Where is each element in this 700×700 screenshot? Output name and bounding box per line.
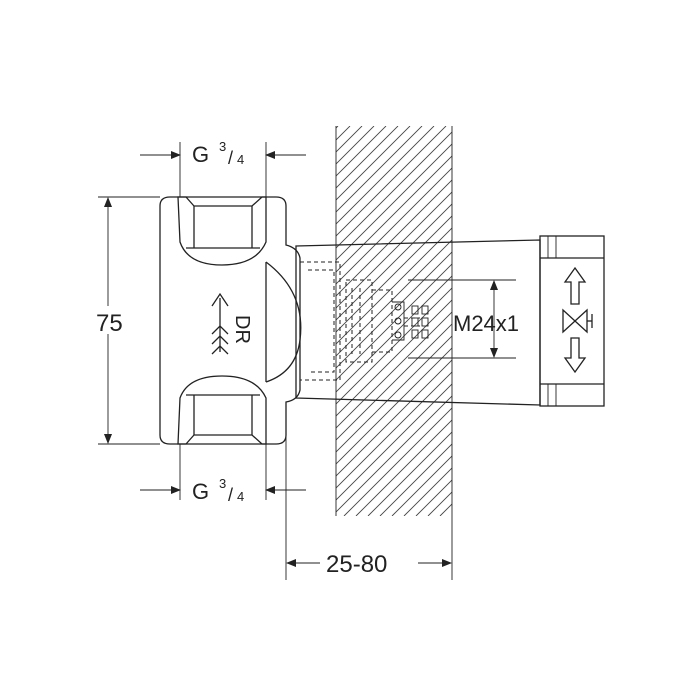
hatch-line [336, 299, 452, 417]
wall-depth-label: 25-80 [326, 551, 387, 578]
connection-thread-label: M24x1 [453, 311, 519, 336]
dimension-thread-top: G 3 / 4 [140, 139, 306, 197]
hatch-line [336, 275, 452, 393]
hatch-line [336, 143, 452, 261]
hatch-line [488, 126, 700, 516]
hatch-line [336, 126, 435, 225]
thread-top-denominator: 4 [237, 152, 244, 167]
thread-top-prefix: G [192, 142, 209, 167]
hatch-line [336, 126, 363, 153]
hatch-line [336, 131, 452, 249]
hatch-line [500, 126, 700, 516]
thread-bottom-prefix: G [192, 479, 209, 504]
hatch-line [336, 126, 387, 177]
hatch-line [336, 395, 452, 513]
valve-body [159, 196, 302, 445]
hatch-line [336, 335, 452, 453]
dimension-thread-bottom: G 3 / 4 [140, 444, 306, 505]
dimension-wall-depth: 25-80 [285, 402, 453, 580]
height-label: 75 [96, 310, 123, 337]
hatch-line [336, 311, 452, 429]
hatch-line [336, 126, 351, 141]
body-marking: DR [231, 315, 253, 344]
thread-bottom-denominator: 4 [237, 489, 244, 504]
hatch-line [336, 251, 452, 369]
hatch-line [336, 287, 452, 405]
cartridge-hidden-lines [300, 261, 429, 381]
hatch-line [336, 155, 452, 273]
hatch-line [355, 419, 452, 516]
hatch-line [336, 126, 375, 165]
valve-open-close-symbol-icon [562, 266, 593, 374]
hatch-line [336, 239, 452, 357]
hatch-line [336, 215, 452, 333]
thread-top-numerator: 3 [219, 139, 226, 154]
hatch-line [336, 227, 452, 345]
hatch-line [336, 167, 452, 285]
hatch-line [336, 359, 452, 477]
hatch-line [336, 383, 452, 501]
hatch-line [336, 126, 423, 213]
cover-cap [539, 235, 605, 407]
dimension-connection-thread: M24x1 [408, 279, 519, 359]
hatch-line [336, 371, 452, 489]
hatch-line [343, 407, 452, 516]
flow-direction-arrow-icon [211, 292, 229, 355]
hatch-line [524, 126, 700, 516]
hatch-line [0, 126, 326, 516]
hatch-line [336, 126, 339, 129]
hatch-line [336, 126, 411, 201]
hatch-line [379, 443, 452, 516]
thread-bottom-numerator: 3 [219, 476, 226, 491]
svg-text:/: / [228, 485, 233, 505]
hatch-line [336, 347, 452, 465]
hatch-line [367, 431, 452, 516]
svg-text:/: / [228, 148, 233, 168]
hatch-line [403, 467, 452, 516]
hatch-line [336, 126, 447, 237]
dimension-height: 75 [94, 196, 160, 445]
hatch-line [336, 179, 452, 297]
